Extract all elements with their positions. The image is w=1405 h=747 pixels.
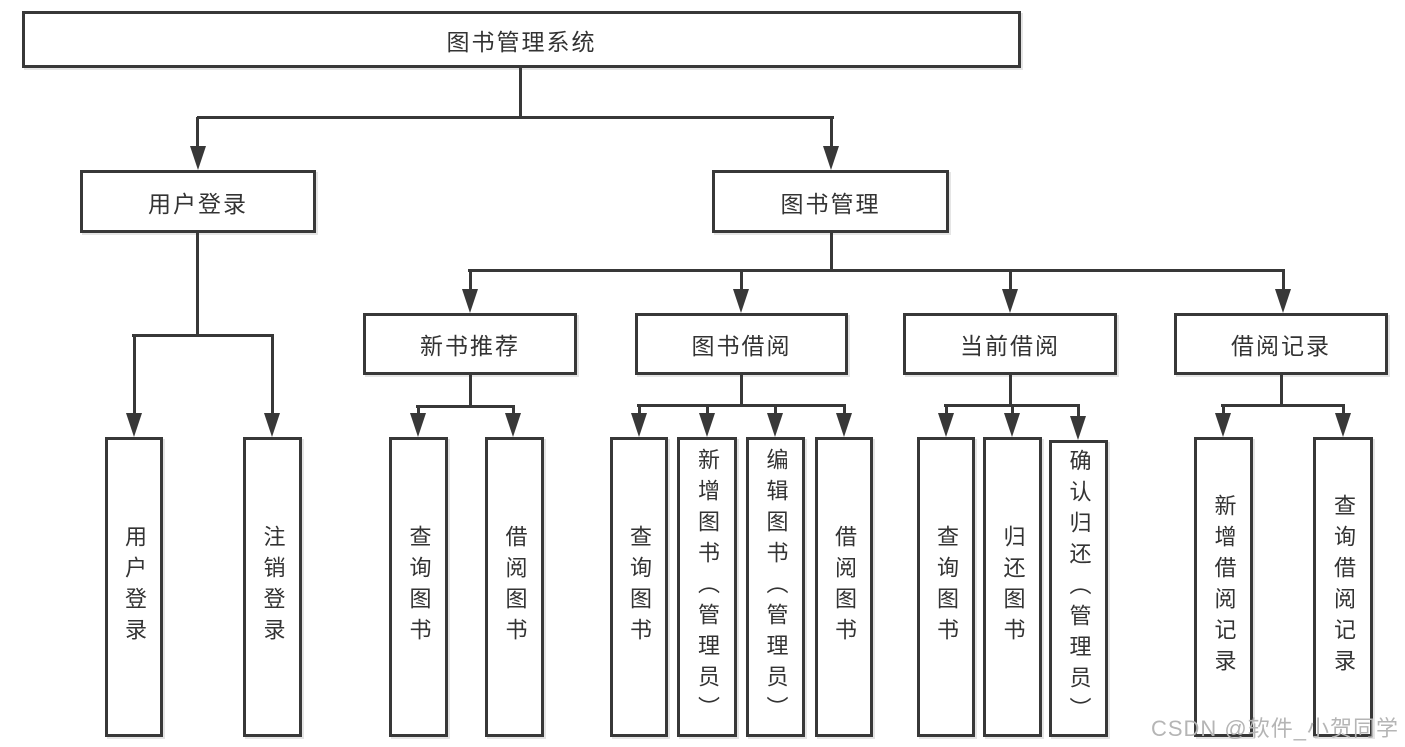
connector-line xyxy=(1222,405,1225,415)
connector-line xyxy=(1009,270,1012,290)
connector-line xyxy=(774,405,777,415)
connector-line xyxy=(196,233,199,335)
leaf-records-query-record-label: 查询借阅记录 xyxy=(1331,494,1356,680)
leaf-borrow-borrow-books-label: 借阅图书 xyxy=(832,525,857,649)
node-borrowing-records: 借阅记录 xyxy=(1174,313,1388,375)
arrow-down-icon xyxy=(1335,413,1351,437)
leaf-current-return-books-label: 归还图书 xyxy=(1000,525,1026,649)
connector-line xyxy=(416,405,515,408)
connector-line xyxy=(1077,405,1080,418)
node-root: 图书管理系统 xyxy=(22,11,1021,68)
leaf-newbook-borrow-books: 借阅图书 xyxy=(485,437,544,737)
leaf-borrow-add-books-label: 新增图书（管理员） xyxy=(695,447,720,727)
connector-line xyxy=(469,375,472,407)
connector-line xyxy=(519,67,522,117)
connector-line xyxy=(132,334,274,337)
leaf-current-return-books: 归还图书 xyxy=(983,437,1042,737)
csdn-watermark: CSDN @软件_小贺同学 xyxy=(1150,716,1399,741)
node-current-borrowing-label: 当前借阅 xyxy=(960,333,1060,359)
connector-line xyxy=(830,233,833,270)
node-new-book-recommend: 新书推荐 xyxy=(363,313,577,375)
connector-line xyxy=(637,404,846,407)
node-root-label: 图书管理系统 xyxy=(446,28,597,55)
connector-line xyxy=(843,405,846,415)
leaf-borrow-edit-books-label: 编辑图书（管理员） xyxy=(763,447,789,727)
leaf-user-login-label: 用户登录 xyxy=(122,525,147,649)
arrow-down-icon xyxy=(823,146,839,170)
leaf-user-login: 用户登录 xyxy=(105,437,163,737)
arrow-down-icon xyxy=(699,413,715,437)
leaf-borrow-query-books-label: 查询图书 xyxy=(627,525,652,649)
connector-line xyxy=(469,270,472,290)
arrow-down-icon xyxy=(190,146,206,170)
connector-line xyxy=(740,375,743,406)
arrow-down-icon xyxy=(126,413,142,437)
leaf-logout-label: 注销登录 xyxy=(260,525,286,649)
leaf-records-add-record: 新增借阅记录 xyxy=(1194,437,1253,737)
arrow-down-icon xyxy=(264,413,280,437)
connector-line xyxy=(945,405,948,415)
arrow-down-icon xyxy=(767,413,783,437)
leaf-current-confirm-return: 确认归还（管理员） xyxy=(1049,440,1108,737)
connector-line xyxy=(830,117,833,147)
arrow-down-icon xyxy=(1275,289,1291,313)
leaf-newbook-query-books: 查询图书 xyxy=(389,437,448,737)
arrow-down-icon xyxy=(505,413,521,437)
leaf-newbook-borrow-books-label: 借阅图书 xyxy=(502,525,528,649)
connector-line xyxy=(1011,405,1014,415)
node-new-book-recommend-label: 新书推荐 xyxy=(420,333,520,359)
arrow-down-icon xyxy=(462,289,478,313)
node-book-borrowing-label: 图书借阅 xyxy=(691,333,792,359)
connector-line xyxy=(468,269,1285,272)
arrow-down-icon xyxy=(410,413,426,437)
node-book-management: 图书管理 xyxy=(712,170,949,233)
leaf-current-query-books-label: 查询图书 xyxy=(934,525,959,649)
leaf-newbook-query-books-label: 查询图书 xyxy=(406,525,432,649)
arrow-down-icon xyxy=(1004,413,1020,437)
connector-line xyxy=(1009,375,1012,406)
arrow-down-icon xyxy=(938,413,954,437)
arrow-down-icon xyxy=(836,413,852,437)
connector-line xyxy=(512,406,515,415)
node-book-management-label: 图书管理 xyxy=(780,190,881,217)
arrow-down-icon xyxy=(1215,413,1231,437)
connector-line xyxy=(197,116,834,119)
leaf-logout: 注销登录 xyxy=(243,437,302,737)
leaf-current-confirm-return-label: 确认归还（管理员） xyxy=(1066,449,1092,728)
leaf-borrow-add-books: 新增图书（管理员） xyxy=(677,437,737,737)
arrow-down-icon xyxy=(1002,289,1018,313)
arrow-down-icon xyxy=(631,413,647,437)
connector-line xyxy=(1280,375,1283,406)
arrow-down-icon xyxy=(1070,416,1086,440)
arrow-down-icon xyxy=(733,289,749,313)
connector-line xyxy=(271,335,274,414)
leaf-borrow-query-books: 查询图书 xyxy=(610,437,668,737)
node-book-borrowing: 图书借阅 xyxy=(635,313,848,375)
connector-line xyxy=(740,270,743,290)
node-borrowing-records-label: 借阅记录 xyxy=(1231,333,1331,359)
connector-line xyxy=(1221,404,1345,407)
leaf-borrow-edit-books: 编辑图书（管理员） xyxy=(746,437,805,737)
connector-line xyxy=(638,405,641,415)
connector-line xyxy=(1342,405,1345,415)
node-user-login: 用户登录 xyxy=(80,170,316,233)
connector-line xyxy=(706,405,709,415)
node-user-login-label: 用户登录 xyxy=(148,190,248,217)
connector-line xyxy=(133,335,136,414)
leaf-borrow-borrow-books: 借阅图书 xyxy=(815,437,873,737)
leaf-records-add-record-label: 新增借阅记录 xyxy=(1211,494,1237,680)
connector-line xyxy=(1282,270,1285,290)
leaf-current-query-books: 查询图书 xyxy=(917,437,975,737)
leaf-records-query-record: 查询借阅记录 xyxy=(1313,437,1373,737)
node-current-borrowing: 当前借阅 xyxy=(903,313,1117,375)
connector-line xyxy=(196,117,199,147)
connector-line xyxy=(417,406,420,415)
